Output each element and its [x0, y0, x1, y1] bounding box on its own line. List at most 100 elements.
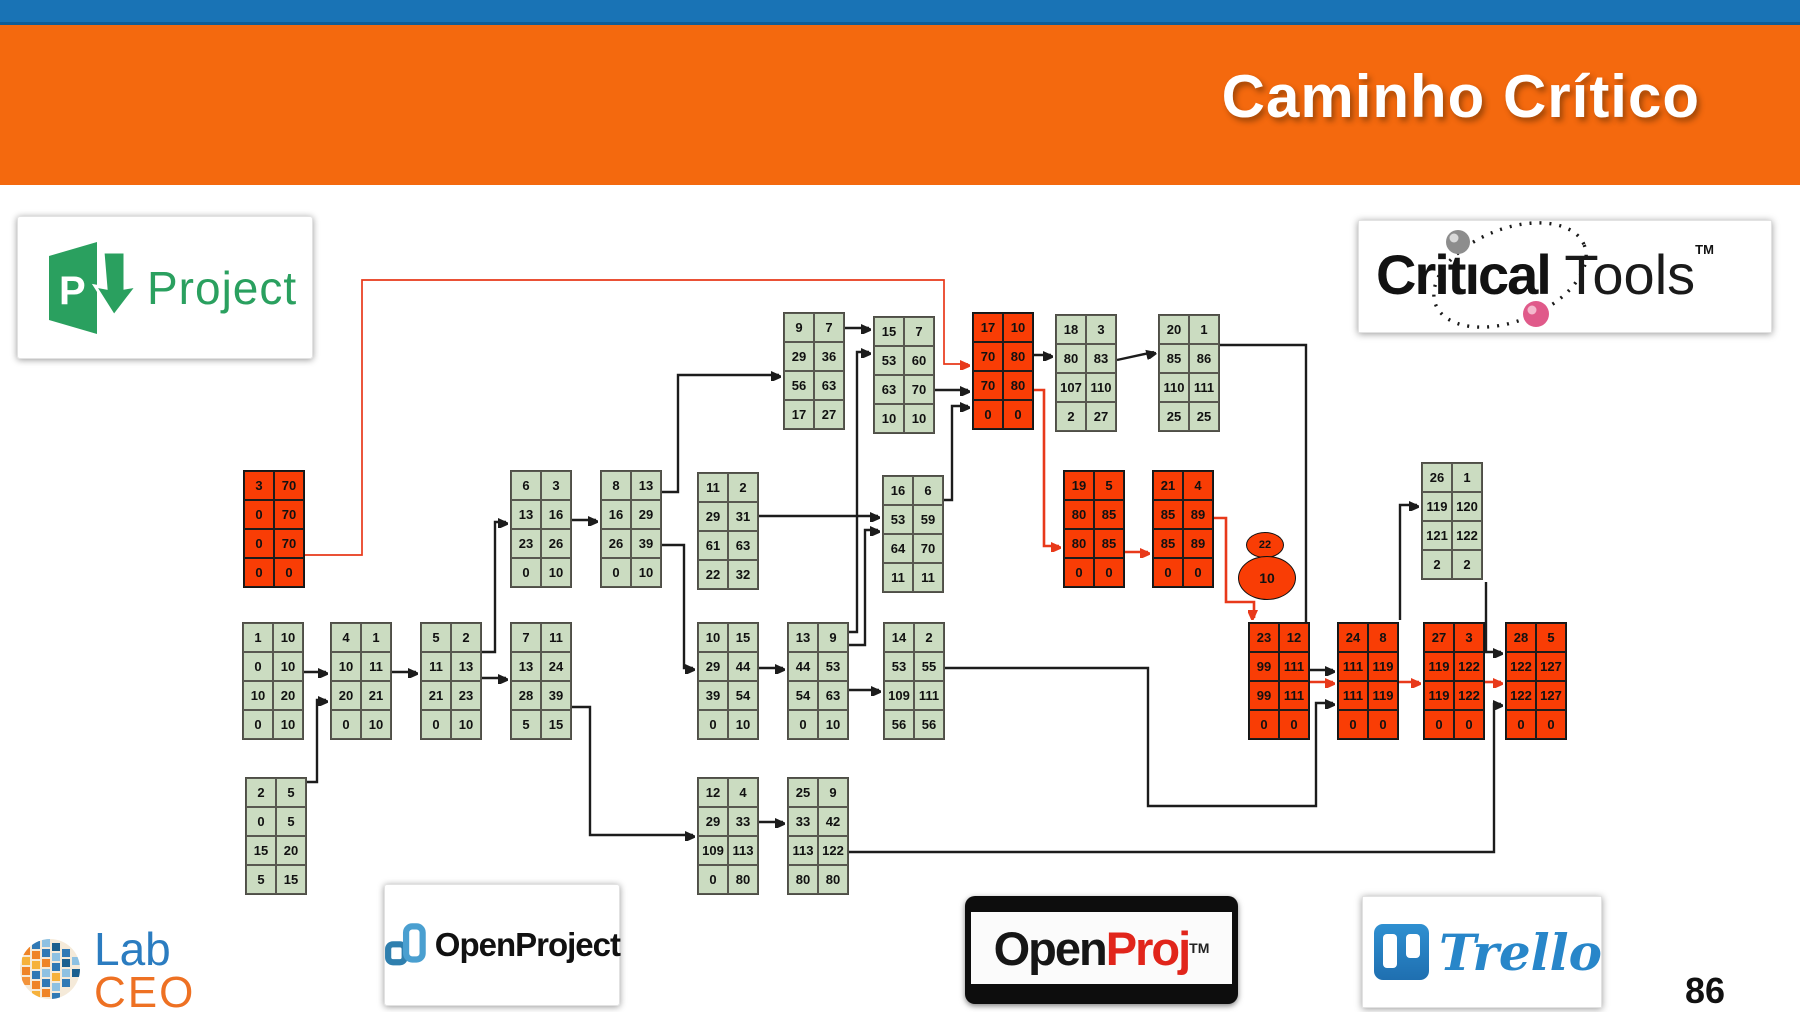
node-cell: 5 — [276, 807, 306, 836]
openproject-label: OpenProject — [434, 926, 621, 963]
node-cell: 122 — [1506, 681, 1536, 710]
edge-13-15 — [849, 352, 869, 634]
node-cell: 2 — [1422, 550, 1452, 579]
node-cell: 54 — [788, 681, 818, 710]
node-cell: 89 — [1183, 500, 1213, 529]
node-cell: 22 — [698, 560, 728, 589]
node-cell: 80 — [788, 865, 818, 894]
node-cell: 53 — [884, 652, 914, 681]
node-cell: 63 — [728, 531, 758, 560]
ms-project-label: Project — [147, 261, 298, 314]
node-cell: 5 — [246, 865, 276, 894]
node-cell: 6 — [511, 471, 541, 500]
node-cell: 70 — [274, 529, 304, 558]
node-cell: 80 — [1064, 529, 1094, 558]
node-cell: 26 — [601, 529, 631, 558]
node-cell: 10 — [698, 623, 728, 652]
node-cell: 53 — [874, 346, 904, 375]
top-blue-bar — [0, 0, 1800, 25]
node-cell: 15 — [874, 317, 904, 346]
node-cell: 5 — [276, 778, 306, 807]
critical-tools-tm: TM — [1695, 242, 1714, 257]
node-cell: 80 — [728, 865, 758, 894]
node-cell: 18 — [1056, 315, 1086, 344]
edge-5-6 — [482, 522, 506, 654]
node-cell: 60 — [904, 346, 934, 375]
critical-tools-text: Critıcal ToolsTM — [1376, 242, 1714, 307]
header-orange-band — [0, 25, 1800, 185]
node-cell: 122 — [1506, 652, 1536, 681]
node-cell: 0 — [1506, 710, 1536, 739]
node-cell: 9 — [818, 778, 848, 807]
node-cell: 55 — [914, 652, 944, 681]
node-cell: 0 — [1454, 710, 1484, 739]
node-cell: 107 — [1056, 373, 1086, 402]
node-cell: 10 — [874, 404, 904, 433]
node-cell: 39 — [698, 681, 728, 710]
diagram-edges — [303, 279, 1800, 854]
node-cell: 0 — [1368, 710, 1398, 739]
node-cell: 29 — [784, 342, 814, 371]
node-cell: 14 — [884, 623, 914, 652]
node-cell: 127 — [1536, 652, 1566, 681]
labceo-logo: Lab CEO — [20, 926, 240, 1012]
node-cell: 2 — [914, 623, 944, 652]
node-cell: 8 — [601, 471, 631, 500]
node-cell: 21 — [361, 681, 391, 710]
node-cell: 70 — [274, 471, 304, 500]
node-cell: 110 — [1086, 373, 1116, 402]
node-cell: 70 — [973, 342, 1003, 371]
node-cell: 110 — [1159, 373, 1189, 402]
node-cell: 99 — [1249, 681, 1279, 710]
node-cell: 111 — [1338, 681, 1368, 710]
node-cell: 85 — [1094, 529, 1124, 558]
node-cell: 10 — [728, 710, 758, 739]
node-cell: 0 — [1003, 400, 1033, 429]
node-cell: 21 — [1153, 471, 1183, 500]
node-cell: 26 — [541, 529, 571, 558]
node-cell: 24 — [541, 652, 571, 681]
node-cell: 5 — [1094, 471, 1124, 500]
node-cell: 113 — [728, 836, 758, 865]
node-cell: 9 — [818, 623, 848, 652]
node-cell: 2 — [1452, 550, 1482, 579]
node-cell: 0 — [1064, 558, 1094, 587]
node-cell: 10 — [904, 404, 934, 433]
page-number: 86 — [1684, 970, 1726, 1011]
diagram-canvas: P Project Critıcal ToolsTM OpenProject — [0, 185, 1800, 1012]
node-cell: 9 — [784, 313, 814, 342]
node-cell: 26 — [1422, 463, 1452, 492]
node-cell: 39 — [631, 529, 661, 558]
node-cell: 0 — [1153, 558, 1183, 587]
node-cell: 0 — [1279, 710, 1309, 739]
node-cell: 0 — [698, 710, 728, 739]
edge-21-23 — [1214, 516, 1254, 618]
node-cell: 113 — [788, 836, 818, 865]
node-cell: 80 — [1056, 344, 1086, 373]
edge-25-28 — [849, 704, 1501, 854]
node-cell: 24 — [1338, 623, 1368, 652]
node-cell: 0 — [243, 652, 273, 681]
node-cell: 33 — [728, 807, 758, 836]
node-cell: 15 — [246, 836, 276, 865]
node-cell: 7 — [814, 313, 844, 342]
node-cell: 56 — [884, 710, 914, 739]
node-cell: 20 — [276, 836, 306, 865]
node-cell: 4 — [728, 778, 758, 807]
node-cell: 13 — [451, 652, 481, 681]
node-cell: 63 — [814, 371, 844, 400]
node-cell: 0 — [331, 710, 361, 739]
node-cell: 119 — [1424, 652, 1454, 681]
node-cell: 44 — [788, 652, 818, 681]
node-cell: 10 — [631, 558, 661, 587]
openproject-icon — [385, 923, 426, 966]
node-cell: 0 — [274, 558, 304, 587]
svg-text:P: P — [59, 269, 86, 313]
node-cell: 15 — [728, 623, 758, 652]
